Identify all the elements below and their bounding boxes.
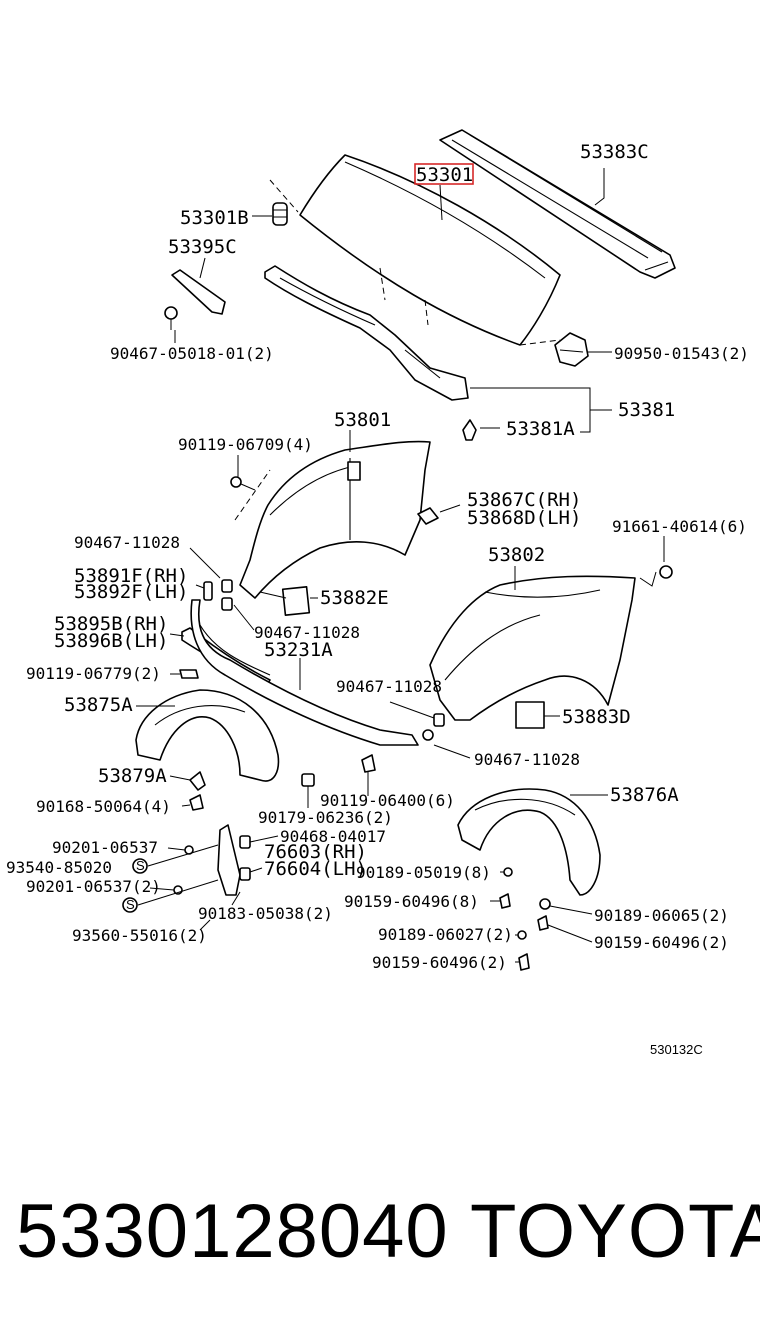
label-90159-60496-a: 90159-60496(8) bbox=[344, 892, 479, 911]
label-90183-05038: 90183-05038(2) bbox=[198, 904, 333, 923]
bolt-90119-06779 bbox=[179, 669, 199, 679]
clip-90467-11028-upper bbox=[221, 579, 233, 611]
label-90467-11028-b: 90467-11028 bbox=[254, 623, 360, 642]
label-53801: 53801 bbox=[334, 409, 391, 431]
label-90179-06236: 90179-06236(2) bbox=[258, 808, 393, 827]
label-90119-06709: 90119-06709(4) bbox=[178, 435, 313, 454]
label-90189-05019: 90189-05019(8) bbox=[356, 863, 491, 882]
front-fender-53802 bbox=[429, 575, 636, 721]
label-53867C: 53867C(RH) bbox=[467, 489, 581, 511]
clip-90467-05018 bbox=[164, 306, 178, 330]
hood-lock-90950-01543 bbox=[554, 332, 589, 367]
part-number-title: 5330128040 bbox=[16, 1189, 449, 1274]
hood-bumper-53301B bbox=[272, 202, 288, 226]
label-76604: 76604(LH) bbox=[264, 858, 367, 880]
bolt-90119-06709 bbox=[230, 476, 256, 491]
label-53301B: 53301B bbox=[180, 207, 249, 229]
screw-90159-60496-a bbox=[499, 893, 511, 909]
fender-apron-53801 bbox=[239, 440, 431, 599]
label-93560-55016: 93560-55016(2) bbox=[72, 926, 207, 945]
label-90467-11028-a: 90467-11028 bbox=[74, 533, 180, 552]
fender-liner-53876A bbox=[457, 788, 601, 896]
label-93540-85020: 93540-85020 bbox=[6, 858, 112, 877]
label-53892F: 53892F(LH) bbox=[74, 581, 188, 603]
label-53301: 53301 bbox=[416, 164, 473, 186]
screw-90189-05019 bbox=[503, 867, 513, 877]
screw-90159-60496-b bbox=[537, 915, 549, 931]
exploded-parts-diagram: S S bbox=[6, 129, 749, 1057]
label-53879A: 53879A bbox=[98, 765, 167, 787]
label-90950-01543: 90950-01543(2) bbox=[614, 344, 749, 363]
label-53895B: 53895B(RH) bbox=[54, 613, 168, 635]
bolt-90119-06400 bbox=[361, 754, 376, 773]
screw-90159-60496-c bbox=[518, 953, 530, 971]
hood-dash-line-3 bbox=[424, 299, 429, 326]
bolt-91661-40614 bbox=[659, 565, 673, 579]
fender-liner-53875A bbox=[135, 689, 280, 782]
label-53395C: 53395C bbox=[168, 236, 237, 258]
label-53896B: 53896B(LH) bbox=[54, 630, 168, 652]
support-clip-53395C bbox=[171, 269, 226, 315]
washer-93560-55016: S bbox=[122, 897, 138, 913]
leader-lines bbox=[136, 168, 665, 963]
mudguard-bracket-76603 bbox=[217, 824, 251, 896]
clip-53867C bbox=[417, 507, 439, 525]
apron-dash-line bbox=[234, 469, 271, 521]
label-53381: 53381 bbox=[618, 399, 675, 421]
seal-53891F bbox=[203, 581, 213, 601]
support-53231A bbox=[190, 599, 419, 746]
label-53868D: 53868D(LH) bbox=[467, 507, 581, 529]
screw-90189-06027 bbox=[517, 930, 527, 940]
screw-90189-06065 bbox=[539, 898, 551, 910]
highlight-box-53301 bbox=[414, 163, 474, 185]
grommet-53381A bbox=[462, 419, 477, 441]
hood-panel-53301 bbox=[299, 154, 561, 346]
label-90201-06537-a: 90201-06537 bbox=[52, 838, 158, 857]
label-90168-50064: 90168-50064(4) bbox=[36, 797, 171, 816]
clip-53879A bbox=[189, 771, 206, 791]
label-90468-04017: 90468-04017 bbox=[280, 827, 386, 846]
label-90119-06779: 90119-06779(2) bbox=[26, 664, 161, 683]
label-90119-06400: 90119-06400(6) bbox=[320, 791, 455, 810]
label-90189-06027: 90189-06027(2) bbox=[378, 925, 513, 944]
hood-dash-line-1 bbox=[269, 179, 299, 213]
label-90159-60496-b: 90159-60496(2) bbox=[594, 933, 729, 952]
label-90467-05018: 90467-05018-01(2) bbox=[110, 344, 274, 363]
label-53883D: 53883D bbox=[562, 706, 631, 728]
brand-name: TOYOTA bbox=[470, 1189, 760, 1274]
hood-dash-line-2 bbox=[379, 267, 386, 301]
svg-text:S: S bbox=[136, 858, 145, 873]
label-53383C: 53383C bbox=[580, 141, 649, 163]
label-53882E: 53882E bbox=[320, 587, 389, 609]
plate-53882E bbox=[281, 586, 311, 616]
label-53876A: 53876A bbox=[610, 784, 679, 806]
hood-seal-strip-53383C bbox=[439, 129, 676, 279]
hood-lock-support-53381 bbox=[264, 265, 469, 401]
figure-id: 530132C bbox=[650, 1042, 703, 1057]
label-53891F: 53891F(RH) bbox=[74, 565, 188, 587]
label-53231A: 53231A bbox=[264, 639, 333, 661]
label-53875A: 53875A bbox=[64, 694, 133, 716]
label-90467-11028-d: 90467-11028 bbox=[474, 750, 580, 769]
label-90467-11028-c: 90467-11028 bbox=[336, 677, 442, 696]
svg-text:S: S bbox=[126, 897, 135, 912]
label-53802: 53802 bbox=[488, 544, 545, 566]
label-90189-06065: 90189-06065(2) bbox=[594, 906, 729, 925]
nut-90179-06236 bbox=[301, 773, 315, 787]
label-90201-06537-b: 90201-06537(2) bbox=[26, 877, 161, 896]
label-53381A: 53381A bbox=[506, 418, 575, 440]
plate-53883D bbox=[515, 701, 545, 729]
label-90159-60496-c: 90159-60496(2) bbox=[372, 953, 507, 972]
hood-dash-line-4 bbox=[519, 339, 561, 346]
clip-90467-11028-right bbox=[422, 713, 445, 741]
label-91661-40614: 91661-40614(6) bbox=[612, 517, 747, 536]
washer-93540-85020: S bbox=[132, 858, 148, 874]
nut-90168-50064 bbox=[189, 794, 204, 811]
label-76603: 76603(RH) bbox=[264, 841, 367, 863]
